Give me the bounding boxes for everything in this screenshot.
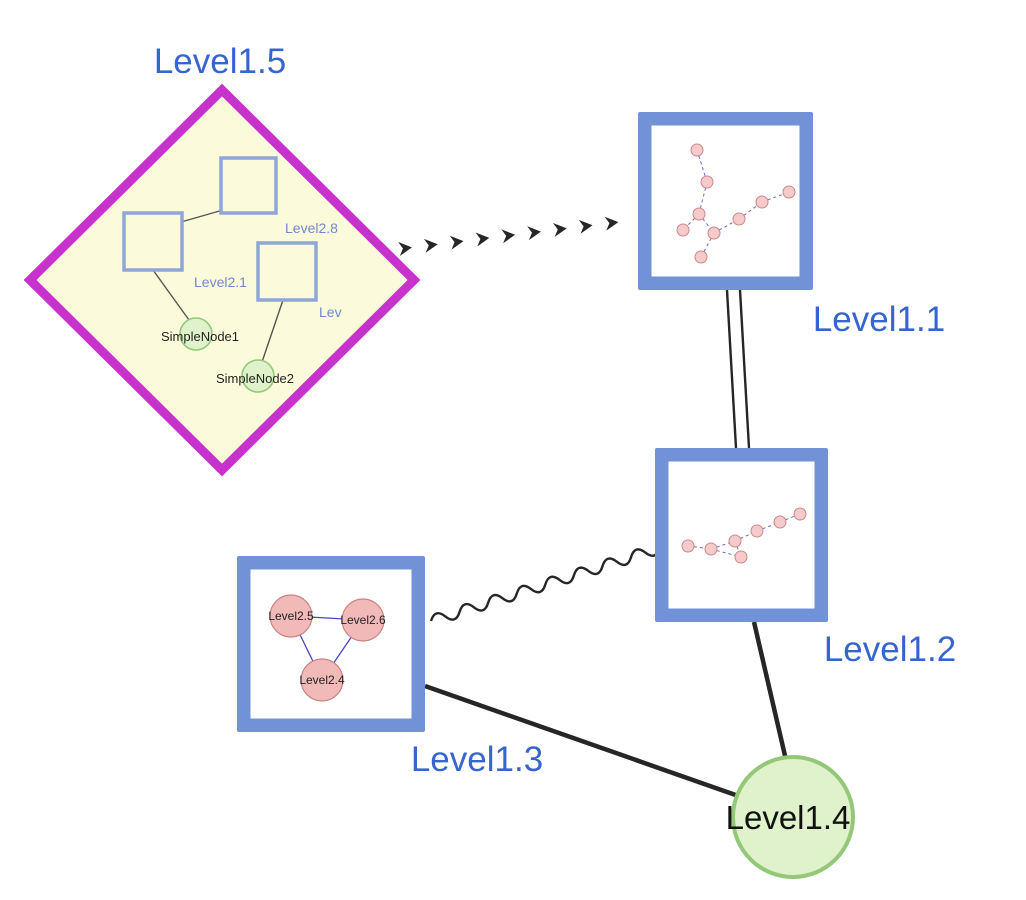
mini-node	[750, 524, 764, 538]
mini-node	[728, 534, 742, 548]
label-level1-3: Level1.3	[411, 740, 543, 779]
double-edge-line	[725, 289, 738, 449]
label-level2-8: Level2.8	[285, 220, 338, 236]
chevron-dash-icon	[475, 232, 490, 247]
node-level2-partial[interactable]	[256, 241, 318, 302]
node-level1-2-inner	[668, 461, 815, 609]
edge-lev-simplenode2	[261, 299, 284, 363]
mini-edge	[710, 540, 736, 550]
mini-node	[793, 507, 807, 521]
node-level1-2-group	[655, 448, 828, 622]
node-level1-1-group	[638, 112, 813, 290]
edge-level12-level14	[751, 621, 789, 761]
edge-level11-level12-double	[725, 289, 751, 449]
mini-edge	[700, 232, 715, 258]
label-level2-partial: Lev	[319, 304, 342, 320]
mini-edge	[713, 218, 740, 234]
mini-node	[692, 207, 706, 221]
label-level2-5: Level2.5	[268, 609, 314, 623]
wavy-edge-path	[429, 547, 661, 622]
mini-network-level1-1	[676, 143, 796, 264]
mini-node	[755, 195, 769, 209]
mini-node	[732, 212, 746, 226]
mini-node	[773, 515, 787, 529]
mini-node	[704, 542, 718, 556]
label-level1-1: Level1.1	[813, 300, 945, 339]
label-level2-6: Level2.6	[340, 613, 386, 627]
mini-edge	[738, 201, 763, 220]
mini-node	[707, 226, 721, 240]
double-edge-line	[738, 289, 751, 449]
node-level1-4-group: Level1.4	[726, 755, 855, 879]
edge-level21-simplenode1	[152, 269, 190, 321]
mini-node	[681, 539, 695, 553]
label-level1-4: Level1.4	[726, 799, 851, 836]
chevron-dash-icon	[449, 235, 464, 250]
label-simplenode2: SimpleNode2	[216, 371, 294, 386]
edge-level13-level14	[424, 683, 748, 802]
node-level2-6[interactable]	[341, 598, 385, 642]
label-level2-1: Level2.1	[194, 274, 247, 290]
label-level1-2: Level1.2	[824, 630, 956, 669]
mini-node	[694, 250, 708, 264]
edge-level13-level12-wavy	[429, 547, 661, 622]
label-level2-4: Level2.4	[299, 673, 345, 687]
node-level1-4[interactable]	[731, 755, 855, 879]
chevron-dash-icon	[398, 242, 412, 256]
chevron-dash-icon	[604, 216, 619, 231]
label-simplenode1: SimpleNode1	[161, 329, 239, 344]
node-level2-5[interactable]	[269, 594, 313, 638]
chevron-dash-icon	[578, 219, 593, 234]
mini-node	[782, 185, 796, 199]
mini-network-level1-2	[681, 507, 807, 564]
node-level2-8[interactable]	[219, 156, 278, 215]
chevron-dash-icon	[552, 223, 567, 237]
mini-node	[700, 175, 714, 189]
edge-level28-level21	[180, 209, 224, 223]
mini-node	[690, 143, 704, 157]
label-level1-5: Level1.5	[154, 42, 286, 81]
chevron-dash-icon	[423, 238, 438, 253]
mini-network-level1-3: Level2.5 Level2.6 Level2.4	[268, 594, 386, 702]
node-level1-5-group: Level2.8 Level2.1 Lev SimpleNode1 Simple…	[23, 83, 421, 477]
node-level2-4[interactable]	[300, 658, 344, 702]
node-simplenode1[interactable]	[179, 317, 213, 351]
mini-edge	[761, 191, 790, 203]
node-level1-3-group: Level2.5 Level2.6 Level2.4	[237, 556, 425, 732]
chevron-dash-icon	[501, 229, 516, 244]
edge-level15-level11-dashed-arrow	[398, 216, 619, 256]
diamond-shape[interactable]	[23, 83, 421, 477]
mini-node	[676, 223, 690, 237]
mini-node	[734, 550, 748, 564]
chevron-dash-icon	[527, 226, 541, 241]
node-level2-1[interactable]	[122, 211, 184, 272]
node-simplenode2[interactable]	[241, 359, 275, 393]
node-level1-1-inner	[651, 125, 800, 277]
